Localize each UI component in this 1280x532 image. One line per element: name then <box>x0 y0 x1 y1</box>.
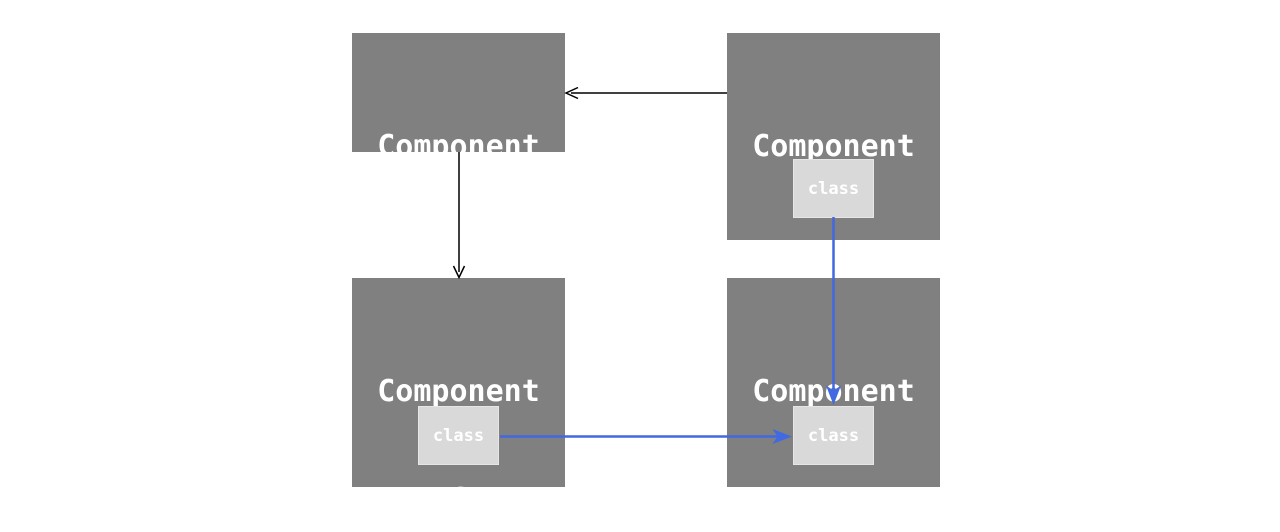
component-c-class-label: class <box>432 425 485 446</box>
component-c-title-line1: Component <box>377 374 540 409</box>
component-b-title-line2: B <box>824 237 843 272</box>
component-b-class-label: class <box>807 178 860 199</box>
edge-b-to-a <box>564 86 727 100</box>
component-d-title-line2: D <box>824 482 843 517</box>
component-d-title-line1: Component <box>752 374 915 409</box>
component-b-title-line1: Component <box>752 129 915 164</box>
component-d-class-chip: class <box>793 406 874 465</box>
component-a-title-line1: Component <box>377 129 540 164</box>
component-b-box: Component B class <box>727 33 940 272</box>
component-d-box: Component D class <box>727 278 940 517</box>
component-d-class-label: class <box>807 425 860 446</box>
component-a-title-line2: A <box>449 237 468 272</box>
component-a-box: Component A <box>352 33 565 272</box>
component-c-title-line2: C <box>449 482 468 517</box>
component-b-class-chip: class <box>793 159 874 218</box>
component-d-title: Component D <box>727 278 940 532</box>
component-c-class-chip: class <box>418 406 499 465</box>
edge-b-to-a-arrowhead-icon <box>564 86 579 100</box>
component-b-title: Component B <box>727 33 940 345</box>
component-c-box: Component C class <box>352 278 565 517</box>
component-c-title: Component C <box>352 278 565 532</box>
